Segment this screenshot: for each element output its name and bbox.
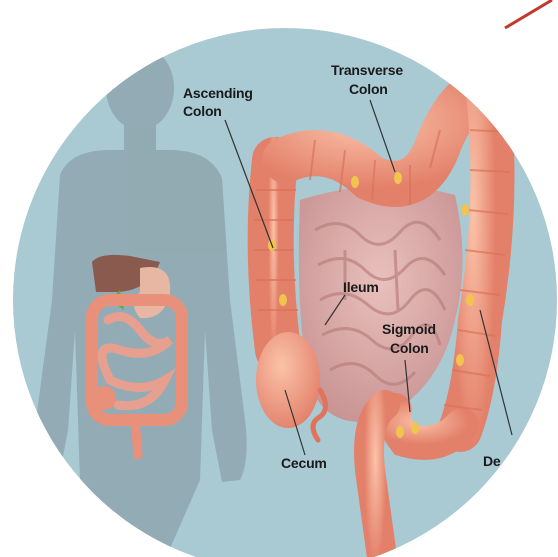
body-rectum [135, 420, 138, 455]
decorative-red-stroke [505, 0, 552, 28]
label-transverse-colon-line1: Transverse [331, 62, 403, 78]
rectum [369, 405, 385, 557]
label-ileum: Ileum [343, 279, 379, 295]
label-sigmoid-colon-line1: Sigmoid [382, 321, 436, 337]
label-ascending-colon-line1: Ascending [183, 85, 253, 101]
cecum [256, 332, 320, 428]
label-ascending-colon-line2: Colon [183, 103, 222, 119]
ascending-colon [271, 160, 278, 350]
body-cecum [92, 386, 116, 410]
label-sigmoid-colon-line2: Colon [390, 340, 429, 356]
label-transverse-colon-line2: Colon [349, 81, 388, 97]
label-descending-colon-partial: De [483, 453, 501, 469]
label-cecum: Cecum [281, 455, 327, 471]
